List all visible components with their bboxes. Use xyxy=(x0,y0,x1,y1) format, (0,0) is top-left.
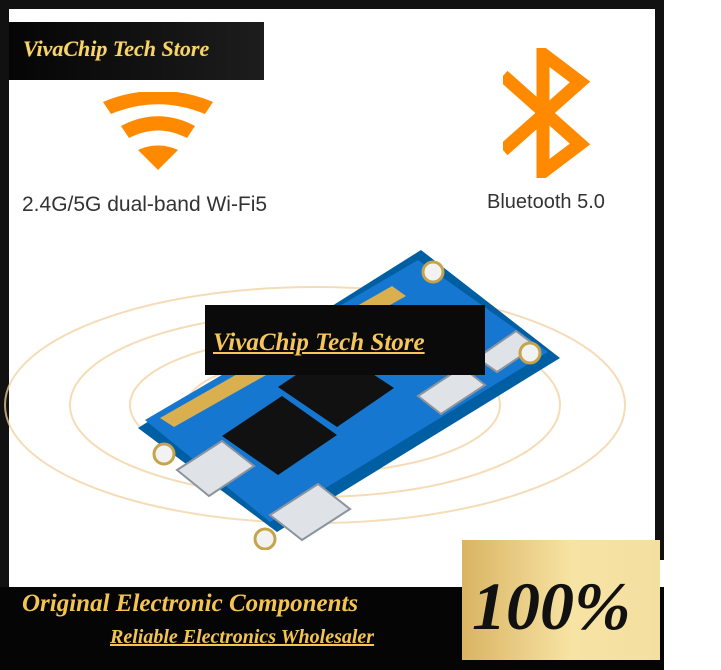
store-name-top-left: VivaChip Tech Store xyxy=(23,36,210,61)
footer-subtitle: Reliable Electronics Wholesaler xyxy=(110,626,375,648)
store-banner-top-left: VivaChip Tech Store xyxy=(9,22,264,80)
store-name-center: VivaChip Tech Store xyxy=(213,329,425,356)
board-illustration xyxy=(4,250,626,551)
guarantee-percent: 100% xyxy=(472,568,631,644)
wifi-icon xyxy=(103,92,213,170)
store-banner-center: VivaChip Tech Store xyxy=(205,305,485,375)
wifi-feature-label: 2.4G/5G dual-band Wi-Fi5 xyxy=(22,193,268,216)
frame-left-border xyxy=(0,0,9,670)
footer-title: Original Electronic Components xyxy=(22,590,359,617)
frame-top-border xyxy=(0,0,664,9)
guarantee-badge: 100% xyxy=(462,540,660,660)
frame-right-border xyxy=(655,0,664,560)
bluetooth-feature-label: Bluetooth 5.0 xyxy=(487,191,605,213)
product-image xyxy=(0,230,664,551)
bluetooth-icon xyxy=(503,48,591,178)
